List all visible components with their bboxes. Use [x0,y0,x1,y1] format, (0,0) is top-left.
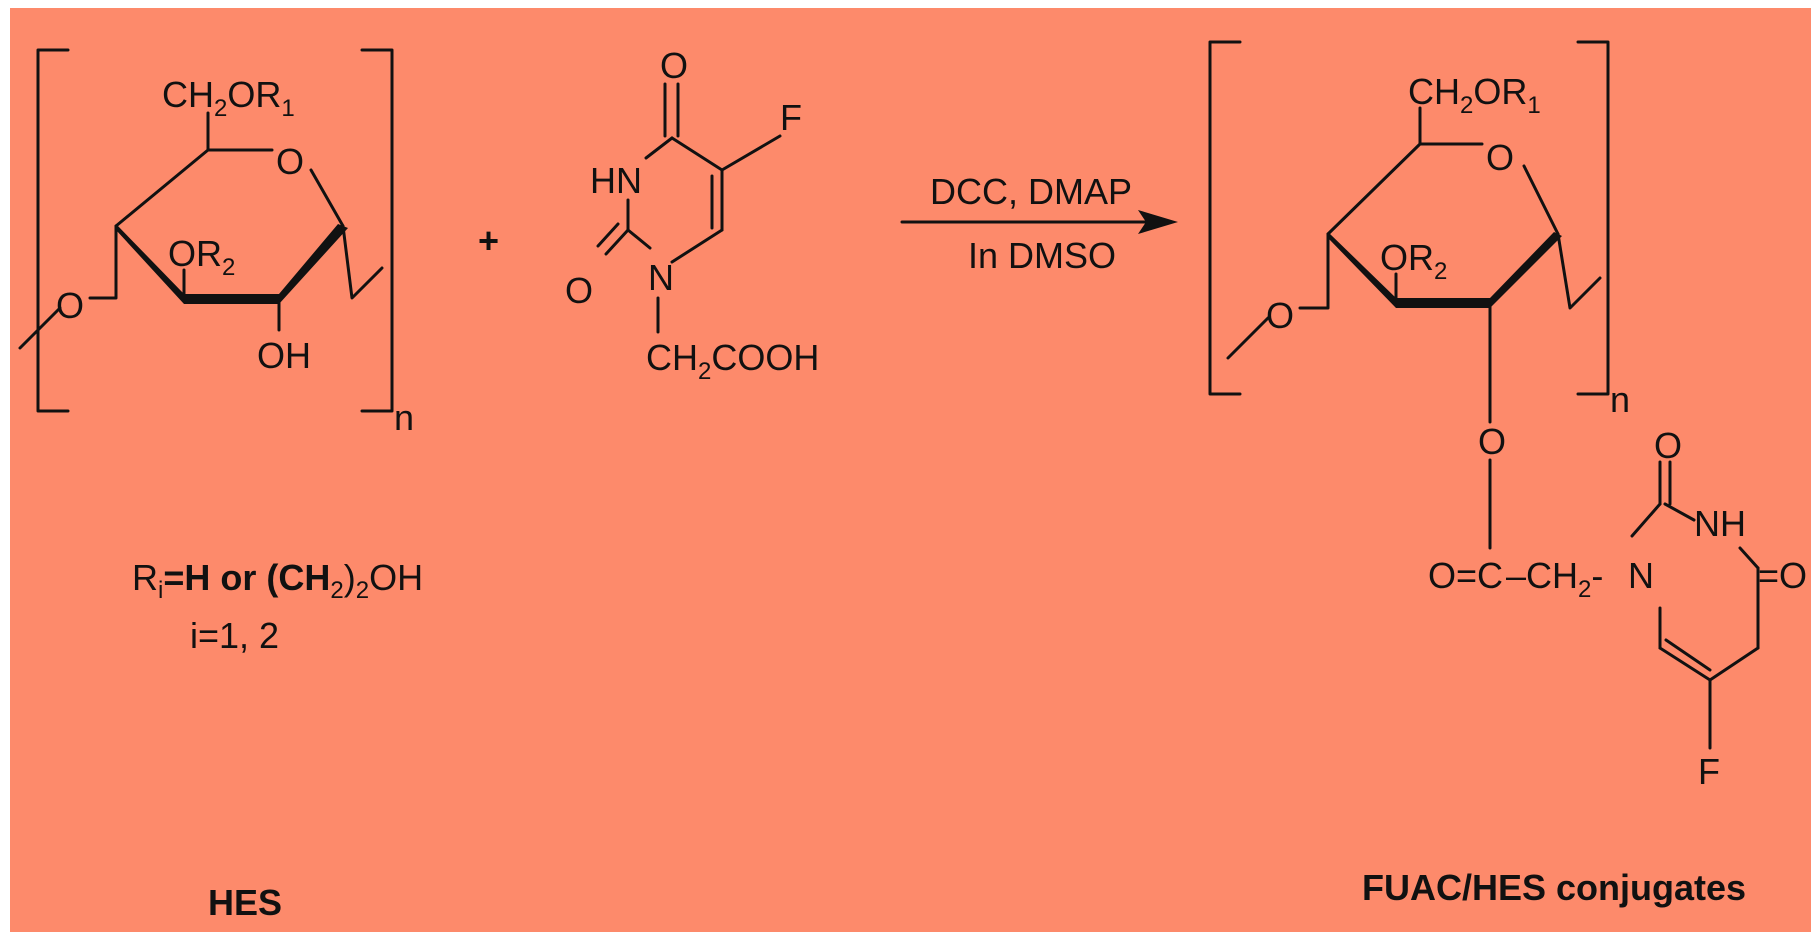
hes-ring-bond [309,168,345,228]
hes-anomeric-bond [341,224,384,300]
product-link-bond [1226,316,1270,360]
product-ring-bond [1326,142,1422,236]
fuac-bond [670,136,724,172]
product-link-bond [1298,232,1330,310]
hes-ch2or1-label: CH2OR1 [162,74,295,122]
hes-or2-label: OR2 [168,233,235,281]
fuac-bond [720,134,782,172]
reaction-arrow: DCC, DMAP In DMSO [900,171,1178,276]
product-bracket-right [1576,40,1610,396]
plus-sign: + [478,220,499,261]
product-uracil-oxygen-right: =O [1758,555,1807,596]
fuac-hn-label: HN [590,160,642,201]
product-wedge-bond [1396,298,1490,308]
fuac-bond [670,228,724,264]
hes-repeat-n: n [394,397,414,438]
product-wedge-bond [1490,232,1562,308]
hes-link-bond [18,306,62,350]
product-wedge-bond [1328,232,1396,308]
hes-bracket-right [360,48,394,413]
product-ch2-label: –CH2- [1506,555,1603,603]
product-anomeric-bond [1556,232,1602,310]
hes-link-bond [88,224,118,300]
hes-ring-bond [114,148,210,228]
hes-link-oxygen: O [56,285,84,326]
product-uracil-nitrogen: N [1628,555,1654,596]
fuac-bond [596,222,620,248]
hes-definition-line2: i=1, 2 [190,615,279,656]
reaction-scheme: CH2OR1 O OR2 OH O n Ri=H or (CH2)2OH i=1… [18,40,1807,923]
fuac-fluorine: F [780,97,802,138]
product-uracil-bond [1663,502,1696,522]
scheme-canvas: CH2OR1 O OR2 OH O n Ri=H or (CH2)2OH i=1… [10,8,1811,932]
fuac-bond [626,228,652,250]
hes-definition-line1: Ri=H or (CH2)2OH [132,557,423,604]
hes-wedge-bond [279,224,348,304]
product-name-label: FUAC/HES conjugates [1362,867,1746,908]
product-fluorine: F [1698,751,1720,792]
hes-wedge-bond [116,224,184,304]
fuac-bond [644,136,674,160]
arrow-head [1138,210,1178,234]
product-uracil-bond [1664,638,1712,672]
hes-oh-label: OH [257,335,311,376]
hes-structure: CH2OR1 O OR2 OH O n Ri=H or (CH2)2OH i=1… [18,48,423,923]
fuac-nitrogen: N [648,257,674,298]
hes-name-label: HES [208,882,282,923]
product-uracil-bond [1658,646,1712,682]
reagents-label: DCC, DMAP [930,171,1132,212]
product-ring-bond [1522,164,1560,236]
product-repeat-n: n [1610,379,1630,420]
product-or2-label: OR2 [1380,237,1447,285]
product-ester-oxygen: O [1478,421,1506,462]
product-ring-oxygen: O [1486,137,1514,178]
product-ch2or1-label: CH2OR1 [1408,71,1541,119]
product-uracil-bond [1738,546,1760,570]
product-structure: CH2OR1 O OR2 O n O O=C –CH2- N O NH =O F… [1208,40,1807,908]
product-uracil-oxygen-top: O [1654,425,1682,466]
product-uracil-bond [1708,646,1760,682]
fuac-structure: O HN F O N CH2COOH [565,45,819,385]
hes-bracket-left [36,48,70,413]
hes-wedge-bond [184,294,279,304]
fuac-carbonyl-oxygen-left: O [565,270,593,311]
fuac-ch2cooh-label: CH2COOH [646,337,819,385]
product-link-oxygen: O [1266,295,1294,336]
hes-ring-oxygen: O [276,141,304,182]
product-nh-label: NH [1694,503,1746,544]
fuac-carbonyl-oxygen: O [660,45,688,86]
product-carbonyl-label: O=C [1428,555,1503,596]
fuac-bond [604,228,630,256]
product-uracil-bond [1630,502,1662,538]
solvent-label: In DMSO [968,235,1116,276]
product-bracket-left [1208,40,1242,396]
